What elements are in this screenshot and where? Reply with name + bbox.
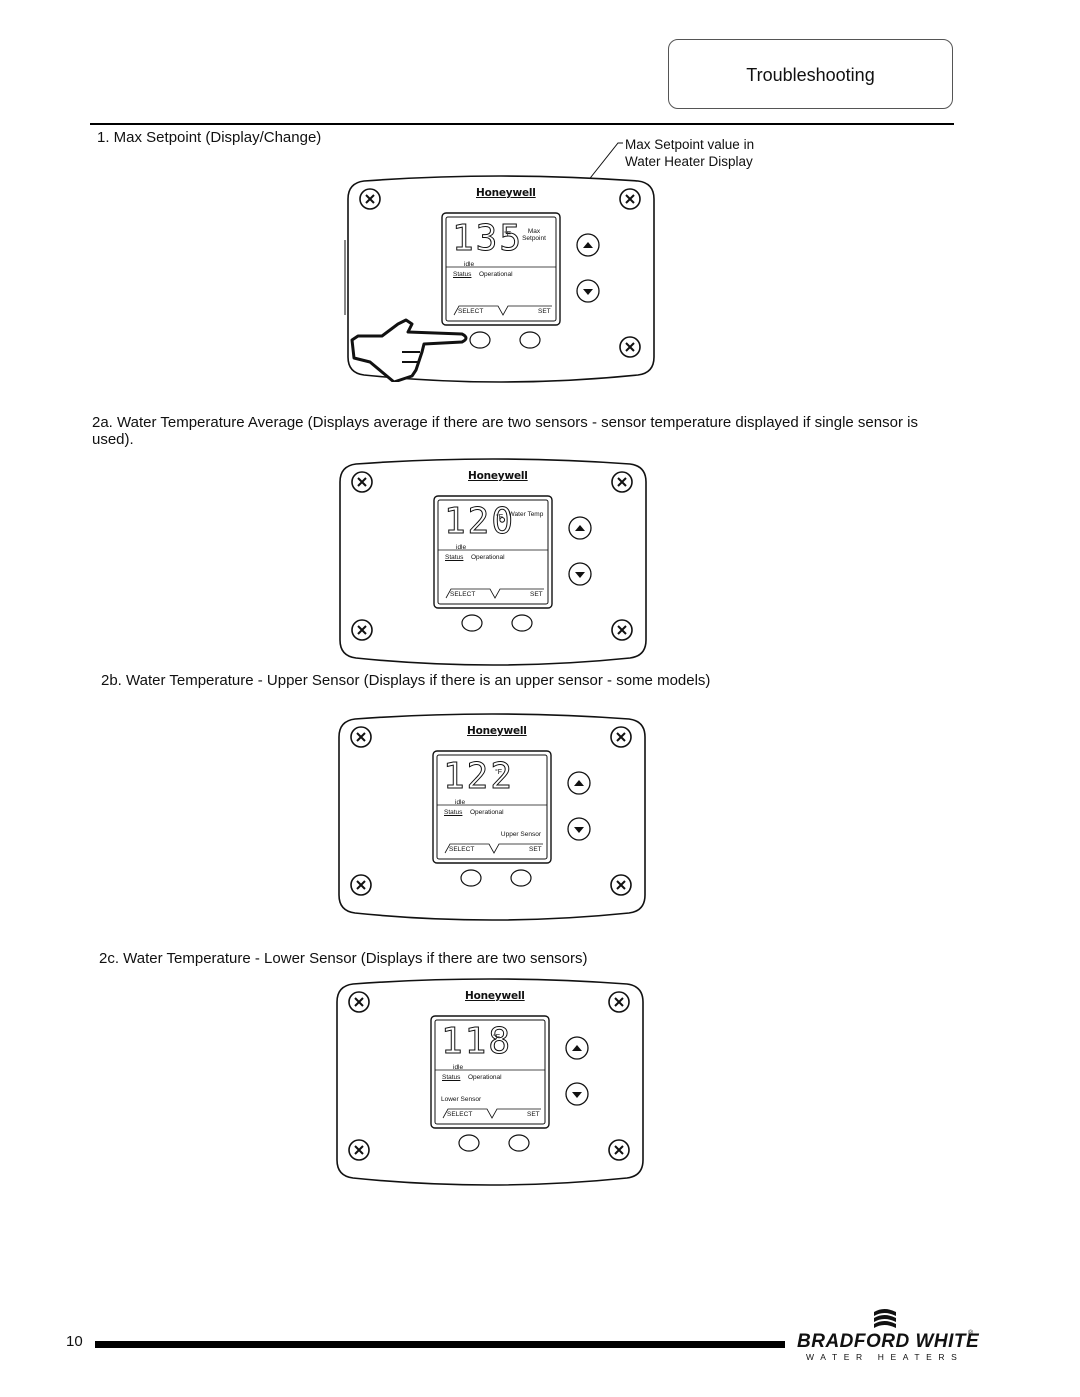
section-title-tab: Troubleshooting [668,39,953,109]
lcd-screen [436,754,548,860]
softkey-set-label: SET [538,308,551,315]
sensor-label: Lower Sensor [441,1096,482,1103]
status-label: Status [442,1074,461,1081]
callout-line-1: Max Setpoint value in [625,137,755,152]
set-button[interactable] [519,331,541,349]
screw-top-left-icon [359,188,381,210]
state-text: idle [456,544,467,551]
temperature-digits: 122 [442,756,515,797]
screw-bottom-right-icon [619,336,641,358]
logo-tagline: WATER HEATERS [806,1352,964,1362]
set-button[interactable] [511,614,533,632]
lcd-screen [437,499,549,605]
select-button[interactable] [461,614,483,632]
select-button[interactable] [458,1134,480,1152]
status-value: Operational [470,809,504,816]
lcd-screen [445,216,557,322]
header-rule [90,123,954,125]
screw-top-right-icon [610,726,632,748]
thermostat-water-temp-average: Honeywell 120 °F Water Temp idle Status … [338,458,648,668]
state-text: idle [453,1064,464,1071]
sensor-label: Upper Sensor [500,831,541,838]
display-label-line-1: Max [527,228,541,235]
pointing-hand-icon [350,318,468,382]
degree-unit: °F [495,769,503,776]
callout-line-2: Water Heater Display [625,154,753,169]
display-label-line-1: Water Temp [508,511,544,518]
logo-registered-mark: ® [968,1330,974,1337]
screw-top-left-icon [351,471,373,493]
max-setpoint-callout: Max Setpoint value in Water Heater Displ… [625,136,754,170]
status-label: Status [445,554,464,561]
temperature-digits: 118 [440,1021,513,1062]
section-title: Troubleshooting [746,64,875,85]
screw-bottom-left-icon [348,1139,370,1161]
softkey-set-label: SET [530,591,543,598]
up-arrow-button[interactable] [568,516,592,540]
thermostat-lower-sensor: Honeywell 118 °F idle Status Operational… [335,978,645,1188]
down-arrow-button[interactable] [568,562,592,586]
screw-bottom-right-icon [608,1139,630,1161]
set-button[interactable] [510,869,532,887]
thermostat-upper-sensor: Honeywell 122 °F idle Status Operational… [337,713,647,923]
down-arrow-button[interactable] [576,279,600,303]
softkey-select-label: SELECT [458,308,484,315]
lcd-softkey-divider [453,305,552,316]
screw-top-left-icon [350,726,372,748]
logo-name: BRADFORD WHITE [797,1331,980,1352]
screw-bottom-right-icon [611,619,633,641]
state-text: idle [464,261,475,268]
honeywell-logo: Honeywell [476,187,536,199]
select-button[interactable] [460,869,482,887]
temperature-digits: 120 [443,501,516,542]
lcd-softkey-divider [444,843,543,854]
softkey-select-label: SELECT [450,591,476,598]
select-button[interactable] [469,331,491,349]
softkey-select-label: SELECT [447,1111,473,1118]
status-label: Status [453,271,472,278]
page-number: 10 [66,1333,83,1350]
temperature-digits: 135 [451,218,524,259]
screw-top-right-icon [611,471,633,493]
softkey-select-label: SELECT [449,846,475,853]
step-1-heading: 1. Max Setpoint (Display/Change) [97,129,322,146]
bradford-white-flag-logo-icon [874,1309,896,1328]
up-arrow-button[interactable] [567,771,591,795]
degree-unit: °F [493,1034,501,1041]
screw-top-right-icon [619,188,641,210]
display-label-line-2: Setpoint [522,235,546,242]
screw-bottom-left-icon [350,874,372,896]
screw-bottom-right-icon [610,874,632,896]
thermostat-max-setpoint: Honeywell 135 °F Max Setpoint idle Statu… [346,175,656,385]
status-value: Operational [471,554,505,561]
down-arrow-button[interactable] [565,1082,589,1106]
status-value: Operational [468,1074,502,1081]
softkey-set-label: SET [529,846,542,853]
step-2a-heading: 2a. Water Temperature Average (Displays … [92,414,918,448]
set-button[interactable] [508,1134,530,1152]
up-arrow-button[interactable] [565,1036,589,1060]
status-value: Operational [479,271,513,278]
state-text: idle [455,799,466,806]
degree-unit: °F [504,231,512,238]
lcd-softkey-divider [445,588,544,599]
up-arrow-button[interactable] [576,233,600,257]
cutoff-line [344,240,346,315]
degree-unit: °F [496,514,504,521]
softkey-set-label: SET [527,1111,540,1118]
screw-top-right-icon [608,991,630,1013]
screw-bottom-left-icon [351,619,373,641]
honeywell-logo: Honeywell [467,725,527,737]
lcd-screen [434,1019,546,1125]
honeywell-logo: Honeywell [465,990,525,1002]
honeywell-logo: Honeywell [468,470,528,482]
screw-top-left-icon [348,991,370,1013]
status-label: Status [444,809,463,816]
step-2b-heading: 2b. Water Temperature - Upper Sensor (Di… [101,672,711,689]
footer-rule [95,1341,785,1348]
down-arrow-button[interactable] [567,817,591,841]
step-2c-heading: 2c. Water Temperature - Lower Sensor (Di… [99,950,588,967]
lcd-softkey-divider [442,1108,541,1119]
